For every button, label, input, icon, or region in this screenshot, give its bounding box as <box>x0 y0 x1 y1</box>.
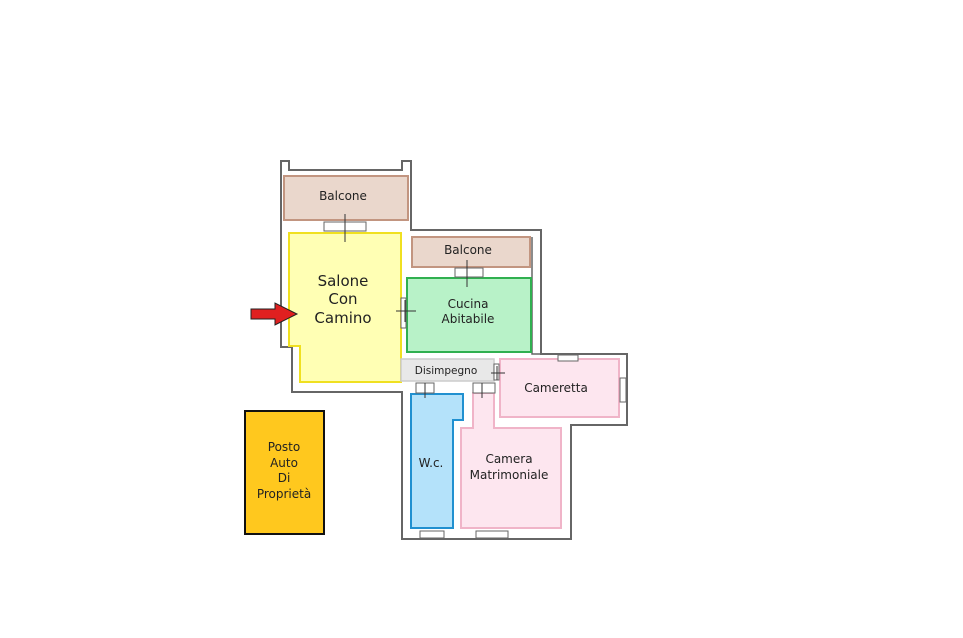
entrance-arrow-icon <box>250 302 299 326</box>
window <box>619 377 627 403</box>
window <box>419 530 445 539</box>
room-disimpegno <box>400 358 495 382</box>
cucina-label-2: Abitabile <box>442 312 495 326</box>
parking-label-1: Posto <box>268 440 300 454</box>
salone-label-1: Salone <box>318 272 369 290</box>
balcone-top-label: Balcone <box>319 189 367 203</box>
room-balcone-top <box>283 175 409 221</box>
door-frame <box>400 297 407 329</box>
camera-label-2: Matrimoniale <box>470 468 549 482</box>
room-camera-matrimoniale <box>460 392 562 529</box>
camera-label-1: Camera <box>485 452 532 466</box>
door-frame <box>472 382 496 394</box>
salone-label-2: Con <box>328 290 357 308</box>
window <box>475 530 509 539</box>
window <box>454 267 484 278</box>
room-salone <box>288 232 402 383</box>
salone-label-3: Camino <box>314 309 371 327</box>
room-wc <box>410 393 464 529</box>
room-cameretta <box>499 358 620 418</box>
parking-label-3: Di <box>278 471 291 485</box>
inner-wall-line <box>531 237 620 355</box>
parking-label-2: Auto <box>270 456 298 470</box>
door-marks <box>344 214 505 398</box>
disimpegno-label: Disimpegno <box>415 365 478 377</box>
room-balcone-right <box>411 236 531 268</box>
room-cucina <box>406 277 532 353</box>
cameretta-label: Cameretta <box>524 381 588 395</box>
parking-space <box>244 410 325 535</box>
balcone-right-label: Balcone <box>444 243 492 257</box>
parking-label-4: Proprietà <box>257 487 311 501</box>
window <box>557 354 579 362</box>
wc-label: W.c. <box>419 456 444 470</box>
cucina-label-1: Cucina <box>448 297 489 311</box>
